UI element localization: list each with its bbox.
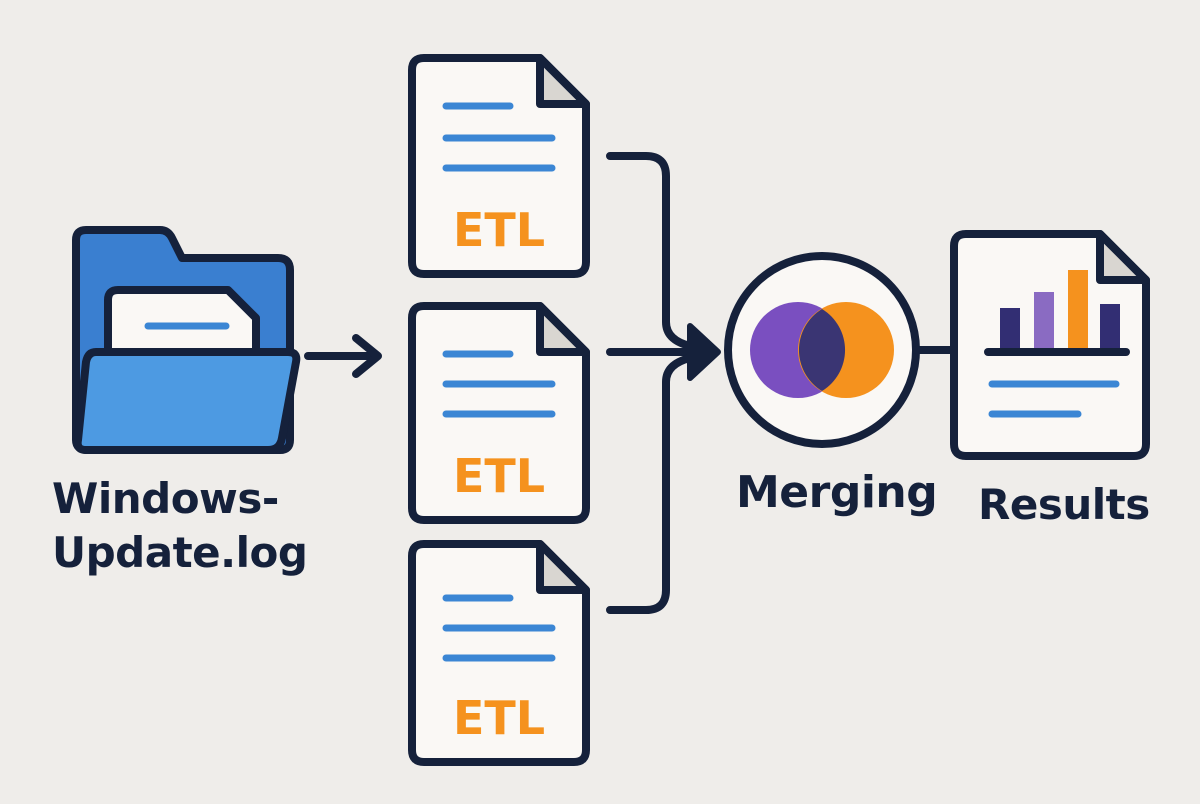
- document-fold: [536, 54, 590, 108]
- etl-to-merge-connectors: [606, 152, 721, 614]
- merge-arrowhead: [687, 323, 721, 381]
- bar-1: [1000, 308, 1020, 350]
- merge-label: Merging: [736, 467, 938, 518]
- bar-2: [1034, 292, 1054, 350]
- source-label-line-1: Windows-: [52, 474, 279, 523]
- folder-front: [73, 348, 301, 454]
- source-label-line-2: Update.log: [52, 528, 308, 577]
- connector-bottom: [606, 354, 694, 614]
- results-label: Results: [978, 480, 1150, 529]
- etl-file-2: ETL: [408, 302, 590, 524]
- document-fold: [536, 302, 590, 356]
- folder-icon: [72, 226, 301, 454]
- etl-label: ETL: [453, 691, 545, 745]
- venn-merge-icon: [724, 252, 920, 448]
- etl-file-3: ETL: [408, 540, 590, 766]
- bar-4: [1100, 304, 1120, 350]
- etl-file-1: ETL: [408, 54, 590, 278]
- source-label: Windows- Update.log: [52, 472, 308, 580]
- report-bar-chart-icon: [950, 230, 1150, 460]
- etl-label: ETL: [453, 203, 545, 257]
- bar-3: [1068, 270, 1088, 350]
- etl-label: ETL: [453, 449, 545, 503]
- results-document-fold: [1096, 230, 1150, 284]
- connector-top: [606, 152, 694, 350]
- document-fold: [536, 540, 590, 594]
- source-to-etl-arrow: [304, 334, 382, 378]
- venn-overlap: [798, 309, 846, 391]
